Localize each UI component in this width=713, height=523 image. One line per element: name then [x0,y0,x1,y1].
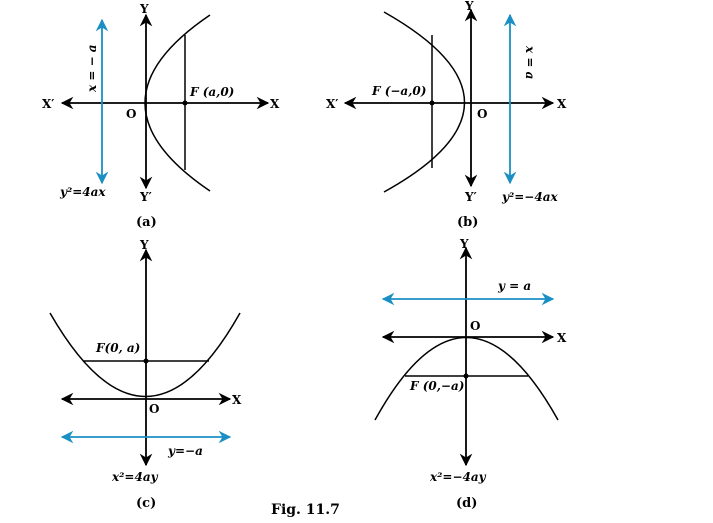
focus-point [143,358,149,364]
panel-caption: (a) [136,215,157,230]
focus-point [463,373,469,379]
origin-label: O [149,402,159,416]
focus-label: F(0, a) [95,341,140,355]
directrix-label: x = − a [85,44,99,93]
equation-label: x²=4ay [111,470,159,484]
x-axis-label: X [232,393,242,407]
figure-caption: Fig. 11.7 [271,502,340,518]
parabola-curve [49,312,241,398]
directrix-label: y = a [497,279,531,293]
parabola-curve [144,14,211,192]
panel-c: Y X O F(0, a) y=−a x²=4ay (c) [49,238,242,511]
panel-b: Y Y′ X X′ O F (−a,0) x = a y²=−4ax (b) [326,0,567,230]
panel-caption: (c) [136,496,156,511]
equation-label: y²=−4ax [501,190,558,204]
x-axis-label: X [557,97,567,111]
directrix-label: y=−a [167,444,203,458]
parabola-curve [383,11,466,193]
focus-label: F (−a,0) [371,84,426,98]
y-prime-label: Y′ [464,190,477,204]
x-prime-label: X′ [326,97,338,111]
focus-label: F (0,−a) [409,379,464,393]
y-axis-label: Y [464,0,474,13]
origin-label: O [126,107,136,121]
panel-caption: (b) [457,215,478,230]
focus-label: F (a,0) [189,85,234,99]
y-prime-label: Y′ [139,190,152,204]
equation-label: x²=−4ay [429,470,487,484]
panel-d: Y X O F (0,−a) y = a x²=−4ay (d) [374,237,567,511]
x-axis-label: X [270,97,280,111]
focus-point [182,100,188,106]
y-axis-label: Y [139,2,149,16]
x-prime-label: X′ [42,97,54,111]
y-axis-label: Y [139,238,149,252]
equation-label: y²=4ax [59,185,106,199]
panel-a: Y Y′ X X′ O F (a,0) x = − a y²=4ax (a) [42,2,280,230]
directrix-label: x = a [523,45,537,79]
x-axis-label: X [557,331,567,345]
parabola-curve [374,336,559,421]
panel-caption: (d) [456,496,477,511]
origin-label: O [477,107,487,121]
focus-point [429,100,435,106]
origin-label: O [470,319,480,333]
y-axis-label: Y [459,237,469,251]
